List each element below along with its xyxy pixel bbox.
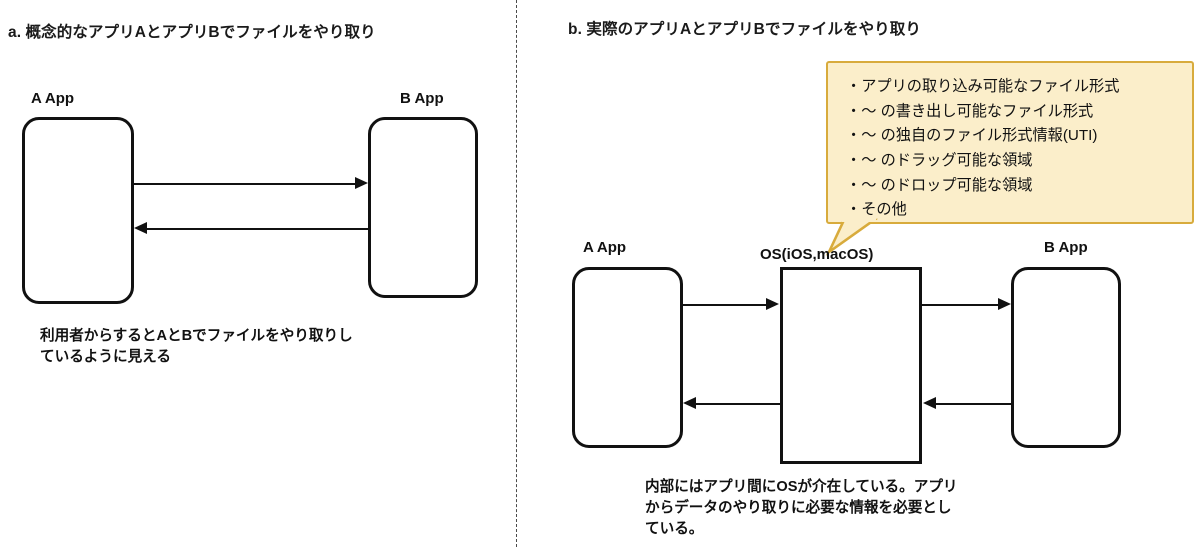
callout-item: ・〜 の独自のファイル形式情報(UTI) bbox=[846, 127, 1098, 145]
callout-tail-icon bbox=[825, 218, 879, 256]
callout-item: ・その他 bbox=[846, 201, 907, 219]
panel-b-arrow-os-to-b-line bbox=[922, 304, 999, 306]
panel-b-arrow-b-to-os-head bbox=[923, 397, 936, 409]
callout-list: ・アプリの取り込み可能なファイル形式 ・〜 の書き出し可能なファイル形式 ・〜 … bbox=[846, 75, 1176, 223]
panel-a-caption: 利用者からするとAとBでファイルをやり取りし ているように見える bbox=[40, 328, 353, 366]
panel-a-app-a-box bbox=[22, 117, 134, 304]
panel-divider bbox=[516, 0, 517, 547]
panel-b-caption: 内部にはアプリ間にOSが介在している。アプリ からデータのやり取りに必要な情報を… bbox=[645, 479, 958, 538]
panel-b-callout: ・アプリの取り込み可能なファイル形式 ・〜 の書き出し可能なファイル形式 ・〜 … bbox=[826, 61, 1194, 224]
panel-b-arrow-os-to-a-head bbox=[683, 397, 696, 409]
panel-b-left-box-label: A App bbox=[583, 239, 627, 256]
panel-a-title: a. 概念的なアプリAとアプリBでファイルをやり取り bbox=[8, 24, 376, 41]
panel-b-arrow-b-to-os-line bbox=[936, 403, 1012, 405]
panel-a-arrow-a-to-b-line bbox=[134, 183, 356, 185]
callout-item: ・〜 のドロップ可能な領域 bbox=[846, 176, 1033, 194]
panel-a-arrow-b-to-a-head bbox=[134, 222, 147, 234]
panel-a-left-box-label: A App bbox=[31, 90, 75, 107]
panel-b-right-box-label: B App bbox=[1044, 239, 1088, 256]
panel-b-arrow-os-to-a-line bbox=[696, 403, 782, 405]
panel-b-os-box bbox=[780, 267, 922, 464]
panel-b-arrow-a-to-os-line bbox=[683, 304, 767, 306]
panel-a-right-box-label: B App bbox=[400, 90, 444, 107]
callout-item: ・〜 のドラッグ可能な領域 bbox=[846, 151, 1033, 169]
panel-b-os-box-label: OS(iOS,macOS) bbox=[760, 246, 874, 263]
panel-a-app-b-box bbox=[368, 117, 478, 298]
panel-b-arrow-a-to-os-head bbox=[766, 298, 779, 310]
callout-item: ・〜 の書き出し可能なファイル形式 bbox=[846, 102, 1094, 120]
panel-a-arrow-a-to-b-head bbox=[355, 177, 368, 189]
callout-item: ・アプリの取り込み可能なファイル形式 bbox=[846, 78, 1120, 95]
panel-b-app-a-box bbox=[572, 267, 683, 448]
panel-a-arrow-b-to-a-line bbox=[147, 228, 369, 230]
panel-b-arrow-os-to-b-head bbox=[998, 298, 1011, 310]
panel-b-app-b-box bbox=[1011, 267, 1121, 448]
panel-b-title: b. 実際のアプリAとアプリBでファイルをやり取り bbox=[568, 21, 921, 38]
